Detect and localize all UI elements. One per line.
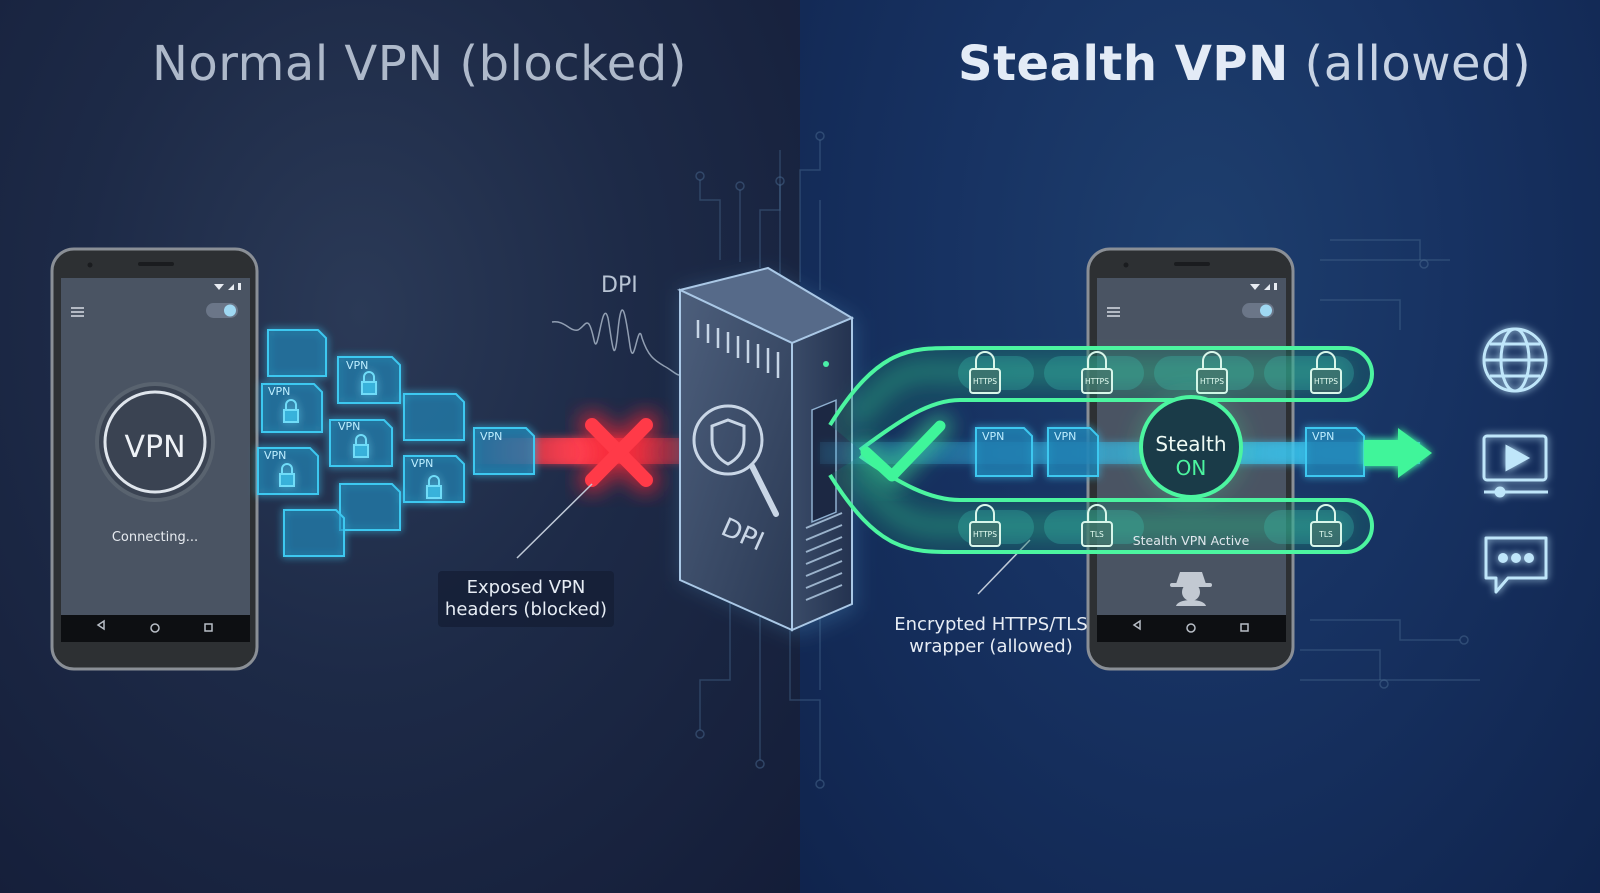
callout-left-line2: headers (blocked) xyxy=(444,599,608,620)
right-phone-status-icons xyxy=(1250,283,1277,290)
callout-encrypted-wrapper: Encrypted HTTPS/TLS wrapper (allowed) xyxy=(886,614,1096,658)
title-normal-vpn: Normal VPN (blocked) xyxy=(152,36,687,92)
packet-tag-vpn: VPN xyxy=(264,449,286,462)
left-phone-status-icons xyxy=(214,283,241,290)
stealth-state: ON xyxy=(1175,456,1207,480)
callout-exposed-headers: Exposed VPN headers (blocked) xyxy=(438,571,614,627)
tunnel-lock-tags: HTTPS HTTPS HTTPS HTTPS HTTPS TLS TLS xyxy=(973,377,1338,539)
dpi-label: DPI xyxy=(601,273,638,298)
packet-tag-vpn: VPN xyxy=(268,385,290,398)
left-phone-nav-icons xyxy=(96,619,213,633)
callout-line-right xyxy=(977,539,1031,595)
packet-tag-vpn: VPN xyxy=(1312,430,1334,443)
circuit-nodes xyxy=(695,131,1469,789)
callout-right-line1: Encrypted HTTPS/TLS xyxy=(894,614,1088,635)
left-phone-menu-icon xyxy=(71,307,84,317)
spy-incognito-icon xyxy=(1170,572,1212,606)
packet-tag-vpn: VPN xyxy=(480,430,502,443)
packet-tag-vpn: VPN xyxy=(1054,430,1076,443)
allowed-check-icon xyxy=(854,414,952,488)
packet-tag-vpn: VPN xyxy=(411,457,433,470)
left-phone-vpn-button[interactable] xyxy=(95,382,215,502)
title-stealth-rest: (allowed) xyxy=(1288,36,1532,92)
lock-tag-https: HTTPS xyxy=(973,377,997,386)
lock-tag-tls: TLS xyxy=(1089,530,1104,539)
packet-tag-vpn: VPN xyxy=(338,420,360,433)
left-phone-toggle[interactable] xyxy=(206,303,238,318)
lock-tag-https: HTTPS xyxy=(973,530,997,539)
right-phone-toggle[interactable] xyxy=(1242,303,1274,318)
lock-tag-tls: TLS xyxy=(1318,530,1333,539)
lock-tag-https: HTTPS xyxy=(1200,377,1224,386)
stealth-title: Stealth xyxy=(1155,432,1227,456)
chat-bubble-icon xyxy=(1484,536,1548,594)
blocked-x-icon xyxy=(579,412,659,493)
lock-tag-https: HTTPS xyxy=(1085,377,1109,386)
magnifier-shield-icon xyxy=(692,404,779,517)
right-packets xyxy=(975,427,1365,477)
tunnel-locks xyxy=(969,351,1342,547)
right-phone-nav-icons xyxy=(1132,619,1249,633)
right-packet-tags: VPN VPN VPN xyxy=(982,430,1334,443)
title-stealth-vpn: Stealth VPN (allowed) xyxy=(958,36,1531,92)
title-stealth-bold: Stealth VPN xyxy=(958,36,1289,92)
right-phone-menu-icon xyxy=(1107,307,1120,317)
callout-left-line1: Exposed VPN xyxy=(466,577,586,598)
left-packet-cloud xyxy=(257,329,465,557)
packet-tag-vpn: VPN xyxy=(346,359,368,372)
left-single-packet xyxy=(473,427,535,475)
left-phone-vpn-badge: VPN xyxy=(124,430,186,465)
stealth-status: Stealth VPN Active xyxy=(1132,533,1250,548)
dpi-signal-wave xyxy=(551,309,685,377)
left-phone-status: Connecting... xyxy=(111,530,199,545)
globe-icon xyxy=(1482,327,1548,393)
lock-tag-https: HTTPS xyxy=(1314,377,1338,386)
arrow-right-icon xyxy=(1364,428,1432,478)
callout-right-line2: wrapper (allowed) xyxy=(909,636,1073,657)
circuit-traces xyxy=(699,140,1480,780)
packet-tag-vpn: VPN xyxy=(982,430,1004,443)
callout-line-left xyxy=(516,483,593,559)
video-play-icon xyxy=(1482,434,1548,498)
stealth-on-badge[interactable] xyxy=(1135,391,1247,503)
allowed-beam xyxy=(820,442,1420,464)
left-packet-tags: VPN VPN VPN VPN VPN xyxy=(264,359,433,470)
